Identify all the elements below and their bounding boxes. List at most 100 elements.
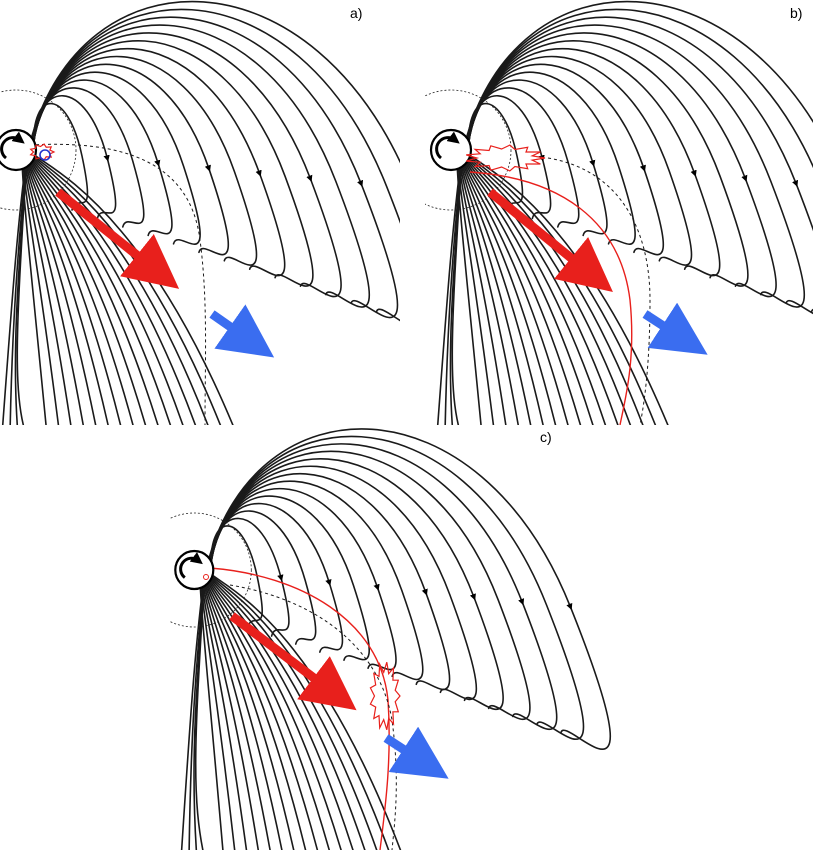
red-field-line [209, 567, 390, 850]
blue-arrow-icon [383, 726, 449, 779]
field-line [458, 161, 507, 425]
field-line [202, 580, 271, 850]
field-line [31, 39, 314, 287]
field-line [205, 578, 307, 850]
field-line [210, 502, 344, 653]
field-line [201, 580, 260, 850]
field-line [27, 159, 134, 425]
field-line [188, 581, 205, 850]
field-line [209, 480, 424, 681]
panel-c [170, 428, 612, 850]
overlay [170, 512, 449, 850]
field-line [9, 162, 27, 425]
field-line [460, 160, 532, 425]
field-line [209, 495, 370, 661]
field-line [207, 577, 342, 850]
blue-arrow-icon [642, 302, 708, 355]
blue-arrow-icon [209, 304, 275, 358]
field-line [207, 435, 585, 740]
field-line [1, 159, 27, 425]
field-line [459, 160, 520, 425]
red-arrow-icon [487, 188, 613, 293]
plasmoid [466, 144, 546, 172]
panel-label-b: b) [790, 5, 802, 21]
field-line [206, 577, 330, 850]
field-line [467, 63, 665, 256]
field-line [444, 162, 462, 425]
field-line [461, 159, 557, 425]
corotation-ring [170, 512, 252, 628]
field-line [28, 158, 147, 425]
field-line [451, 168, 462, 425]
field-line [466, 48, 721, 277]
panel-b [425, 0, 813, 425]
field-line [31, 55, 258, 266]
field-line [29, 158, 159, 425]
field-line [24, 160, 85, 425]
field-lines [180, 428, 612, 850]
field-line [30, 8, 400, 322]
field-line [23, 161, 72, 425]
field-line [32, 153, 234, 425]
field-line [209, 573, 390, 850]
separatrix [29, 143, 207, 425]
field-line [31, 48, 286, 277]
field-line [466, 32, 777, 298]
star-surface [0, 128, 38, 172]
field-line [31, 32, 342, 298]
plasmoid-small [203, 574, 209, 580]
plasmoid [29, 143, 56, 161]
field-line [203, 579, 283, 850]
field-line [29, 0, 400, 164]
blue-loop [39, 149, 51, 161]
field-line [204, 579, 295, 850]
curved-arrow-icon [179, 552, 203, 579]
field-line [464, 157, 607, 425]
field-line [32, 71, 201, 245]
red-arrow-icon [229, 612, 357, 711]
panel-label-a: a) [350, 5, 362, 21]
field-line [30, 156, 184, 425]
field-line [180, 578, 205, 850]
field-line [210, 517, 290, 637]
overlay [0, 89, 275, 425]
field-line [208, 576, 354, 850]
field-line [209, 472, 451, 691]
curved-arrow-icon [0, 131, 25, 160]
field-line [464, 0, 813, 143]
field-line [467, 71, 636, 245]
field-line [26, 159, 122, 425]
field-line [464, 158, 594, 425]
field-line [25, 160, 109, 425]
field-line [207, 443, 558, 731]
field-line [32, 154, 222, 425]
field-line [32, 79, 173, 237]
field-lines [436, 0, 813, 425]
field-line [208, 465, 478, 701]
field-line [209, 574, 378, 850]
field-line [465, 24, 806, 308]
field-line [30, 16, 399, 319]
separatrix [547, 157, 651, 425]
field-line [465, 16, 813, 315]
field-lines [1, 0, 400, 425]
field-line [466, 55, 693, 266]
field-line [29, 157, 172, 425]
field-line [16, 168, 27, 425]
overlay [425, 89, 708, 425]
field-line [207, 428, 612, 750]
field-line [436, 159, 462, 425]
red-field-line [469, 171, 633, 425]
field-line [465, 8, 813, 313]
field-line [209, 573, 402, 850]
field-line [32, 63, 230, 256]
field-line [30, 24, 371, 308]
corotation-ring [425, 89, 512, 211]
field-line [462, 159, 569, 425]
field-line [467, 79, 608, 237]
field-line [208, 457, 504, 711]
red-arrow-icon [55, 188, 180, 289]
plasmoid [369, 661, 401, 731]
curved-arrow-icon [435, 131, 460, 160]
